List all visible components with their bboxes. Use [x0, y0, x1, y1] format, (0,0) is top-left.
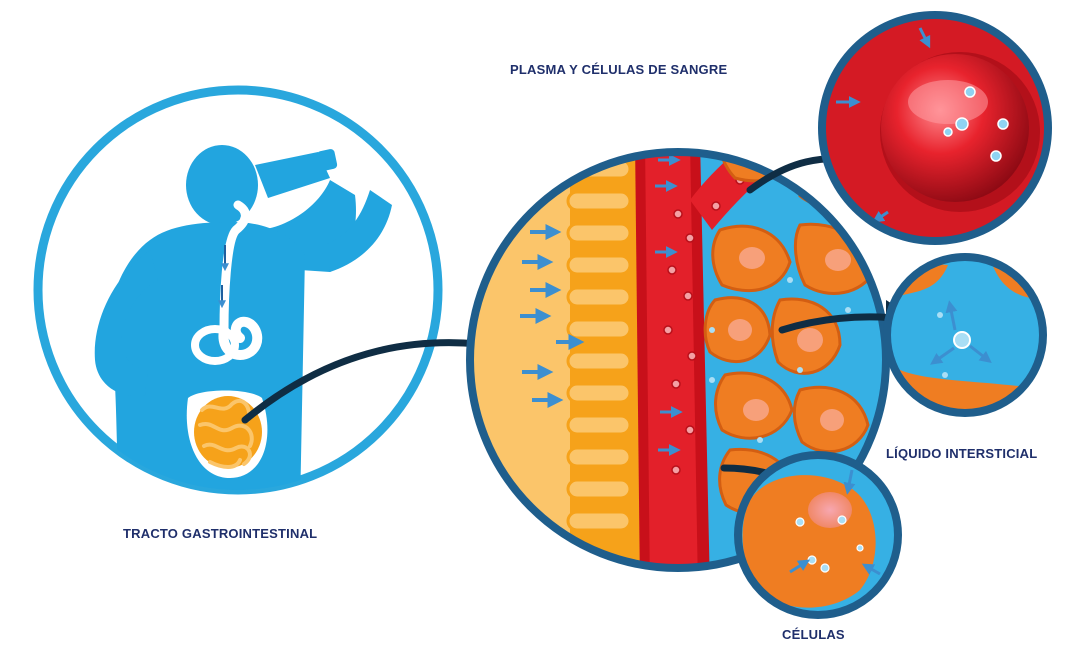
label-interstitial: LÍQUIDO INTERSTICIAL: [886, 446, 1038, 461]
villi: [566, 158, 632, 532]
cells-panel: [734, 451, 902, 619]
interstitial-ring: [883, 253, 1047, 417]
water-molecule-icon: [930, 300, 992, 365]
interstitial-panel: [883, 253, 1047, 417]
water-flow-arrows: [520, 224, 585, 408]
small-intestine-icon: [194, 396, 262, 469]
cells-ring: [734, 451, 902, 619]
person-drinking-silhouette-icon: [94, 145, 392, 490]
flow-arrow-to-interstitial: [778, 313, 899, 334]
blood-cell-ring: [818, 11, 1052, 245]
label-plasma: PLASMA Y CÉLULAS DE SANGRE: [510, 62, 728, 77]
plasma-ring: [466, 148, 890, 572]
blood-cell-panel: [818, 11, 1052, 245]
label-cells: CÉLULAS: [782, 627, 845, 642]
gi-tract-panel: [33, 85, 548, 495]
label-gi-tract: TRACTO GASTROINTESTINAL: [123, 526, 318, 541]
